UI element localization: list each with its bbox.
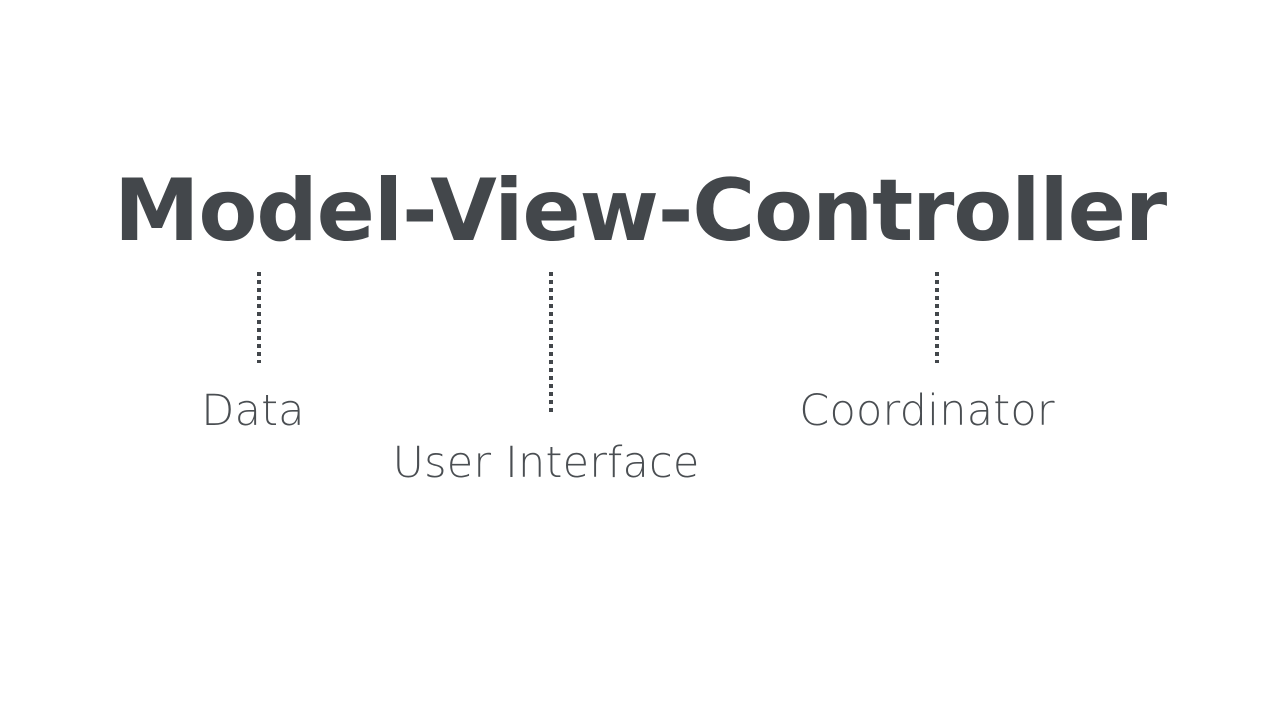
leader-line-controller <box>935 272 939 363</box>
page-title: Model-View-Controller <box>114 161 1167 261</box>
annotation-label-controller: Coordinator <box>799 386 1055 436</box>
annotation-label-model: Data <box>201 386 305 436</box>
annotation-label-view: User Interface <box>392 438 700 488</box>
leader-line-view <box>549 272 553 416</box>
leader-line-model <box>257 272 261 363</box>
